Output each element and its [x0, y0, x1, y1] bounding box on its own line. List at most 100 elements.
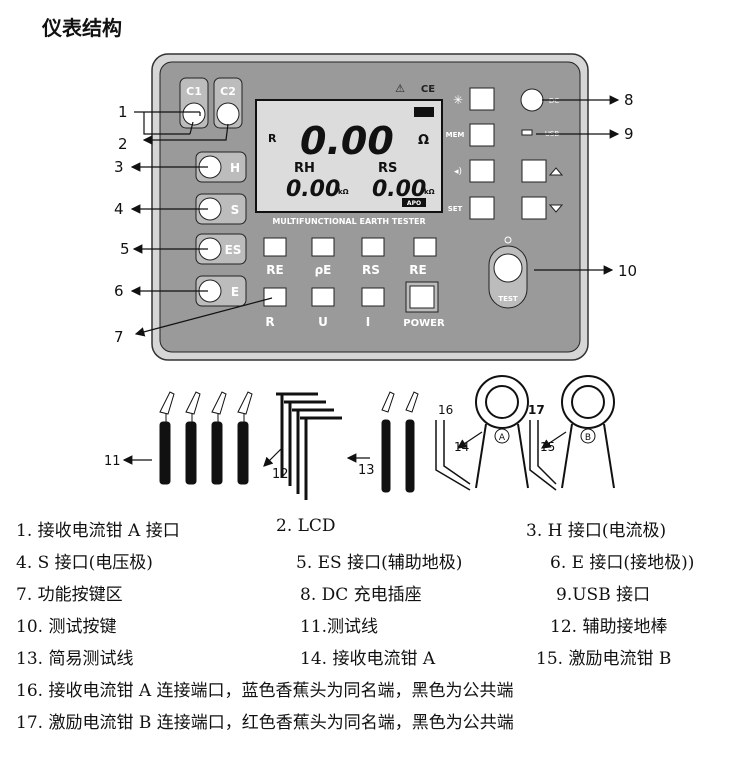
- lcd-rs-unit: kΩ: [424, 188, 435, 196]
- set-button[interactable]: SET: [448, 196, 495, 220]
- socket-e-label: E: [231, 285, 239, 299]
- test-leads: [159, 391, 253, 485]
- lcd-rh-label: RH: [294, 161, 315, 176]
- lcd-rs-reading: 0.00: [372, 177, 426, 202]
- func-key-i-label: I: [366, 315, 370, 329]
- callout-12: 12: [272, 467, 289, 482]
- simple-test-lead: [381, 391, 419, 493]
- light-button[interactable]: ✳: [453, 87, 495, 111]
- func-key-i[interactable]: I: [361, 287, 385, 329]
- legend-item-7: 7. 功能按键区: [16, 585, 123, 605]
- callout-5: 5: [120, 240, 130, 258]
- set-label: SET: [448, 205, 463, 213]
- current-clamp-b: B: [529, 375, 615, 491]
- legend-item-14: 14. 接收电流钳 A: [300, 649, 436, 669]
- down-button[interactable]: [521, 196, 564, 220]
- legend-item-6: 6. E 接口(接地极)): [550, 553, 695, 573]
- callout-1: 1: [118, 103, 128, 121]
- socket-s-label: S: [231, 203, 240, 217]
- legend-item-15: 15. 激励电流钳 B: [536, 649, 672, 669]
- legend-item-11: 11.测试线: [300, 617, 379, 637]
- callout-7: 7: [114, 328, 124, 346]
- func-key-rhoe-label: ρE: [315, 263, 332, 277]
- callout-lines: [122, 95, 620, 467]
- clamp-b-letter: B: [585, 433, 591, 443]
- lcd-apo: APO: [407, 200, 421, 207]
- callout-13: 13: [358, 463, 375, 478]
- legend-item-12: 12. 辅助接地棒: [550, 617, 668, 637]
- callout-2: 2: [118, 135, 128, 153]
- down-arrow-icon: [548, 204, 564, 213]
- legend-item-10: 10. 测试按键: [16, 617, 117, 637]
- callout-3: 3: [114, 158, 124, 176]
- legend-item-3: 3. H 接口(电流极): [526, 521, 667, 541]
- socket-c2-label: C2: [220, 85, 236, 98]
- buzzer-button[interactable]: ◂): [454, 159, 495, 183]
- lcd-rh-unit: kΩ: [338, 188, 349, 196]
- func-key-re-label: RE: [266, 263, 283, 277]
- page-title: 仪表结构: [42, 16, 122, 40]
- battery-icon: [414, 107, 434, 117]
- socket-c1-label: C1: [186, 85, 202, 98]
- legend-item-16: 16. 接收电流钳 A 连接端口，蓝色香蕉头为同名端，黑色为公共端: [16, 681, 514, 701]
- callout-15: 15: [540, 440, 555, 454]
- lcd-display: R 0.00 Ω RH RS 0.00 kΩ 0.00 kΩ APO: [255, 99, 443, 213]
- socket-e[interactable]: E: [195, 275, 247, 307]
- mem-label: MEM: [446, 131, 465, 139]
- lcd-r-label: R: [268, 132, 277, 145]
- power-label: POWER: [403, 318, 445, 329]
- legend-item-9: 9.USB 接口: [556, 585, 651, 605]
- warning-icon: ⚠: [395, 82, 405, 95]
- speaker-icon: ◂): [454, 167, 462, 177]
- legend-item-2: 2. LCD: [276, 516, 336, 536]
- callout-10: 10: [618, 262, 637, 280]
- callout-8: 8: [624, 91, 634, 109]
- socket-es[interactable]: ES: [195, 233, 247, 265]
- current-clamp-a: A: [435, 375, 529, 491]
- func-key-rhoe[interactable]: ρE: [311, 237, 335, 277]
- func-key-u-label: U: [318, 315, 328, 329]
- callout-6: 6: [114, 282, 124, 300]
- legend-item-8: 8. DC 充电插座: [300, 585, 422, 605]
- socket-c1[interactable]: C1: [179, 77, 209, 129]
- lcd-rs-label: RS: [378, 161, 397, 176]
- test-button[interactable]: TEST: [488, 236, 528, 309]
- power-button[interactable]: POWER: [403, 281, 445, 329]
- lcd-main-unit: Ω: [418, 133, 429, 148]
- callout-14: 14: [454, 440, 469, 454]
- callout-4: 4: [114, 200, 124, 218]
- up-arrow-icon: [548, 167, 564, 176]
- lcd-rh-reading: 0.00: [286, 177, 340, 202]
- lcd-main-reading: 0.00: [300, 119, 394, 163]
- mem-button[interactable]: MEM: [446, 123, 495, 147]
- legend-item-13: 13. 简易测试线: [16, 649, 134, 669]
- func-key-re-double[interactable]: RE: [409, 237, 437, 277]
- legend-item-17: 17. 激励电流钳 B 连接端口，红色香蕉头为同名端，黑色为公共端: [16, 713, 514, 733]
- func-key-re-double-label: RE: [409, 263, 426, 277]
- func-key-rs-label: RS: [362, 263, 380, 277]
- callout-11: 11: [104, 454, 121, 469]
- func-key-r-label: R: [265, 315, 274, 329]
- func-key-u[interactable]: U: [311, 287, 335, 329]
- legend-item-1: 1. 接收电流钳 A 接口: [16, 521, 180, 541]
- earth-rods: [276, 392, 342, 500]
- socket-h-label: H: [230, 161, 240, 175]
- legend-item-4: 4. S 接口(电压极): [16, 553, 153, 573]
- func-key-re[interactable]: RE: [263, 237, 287, 277]
- test-label: TEST: [498, 295, 518, 303]
- brand-label: MULTIFUNCTIONAL EARTH TESTER: [272, 217, 425, 226]
- device-diagram: C1 C2 H S ES E R 0.00 Ω RH RS 0.00 kΩ 0.…: [104, 53, 637, 500]
- clamp-a-letter: A: [499, 433, 506, 443]
- up-button[interactable]: [521, 159, 564, 183]
- light-icon: ✳: [453, 93, 463, 107]
- socket-h[interactable]: H: [195, 151, 247, 183]
- callout-16: 16: [438, 403, 453, 417]
- func-key-rs[interactable]: RS: [361, 237, 385, 277]
- legend-item-5: 5. ES 接口(辅助地极): [296, 553, 463, 573]
- dc-label: DC: [549, 97, 559, 105]
- callout-9: 9: [624, 125, 634, 143]
- ce-mark: CE: [421, 84, 435, 95]
- func-key-r[interactable]: R: [263, 287, 287, 329]
- socket-c2[interactable]: C2: [213, 77, 243, 129]
- callout-17: 17: [528, 403, 545, 417]
